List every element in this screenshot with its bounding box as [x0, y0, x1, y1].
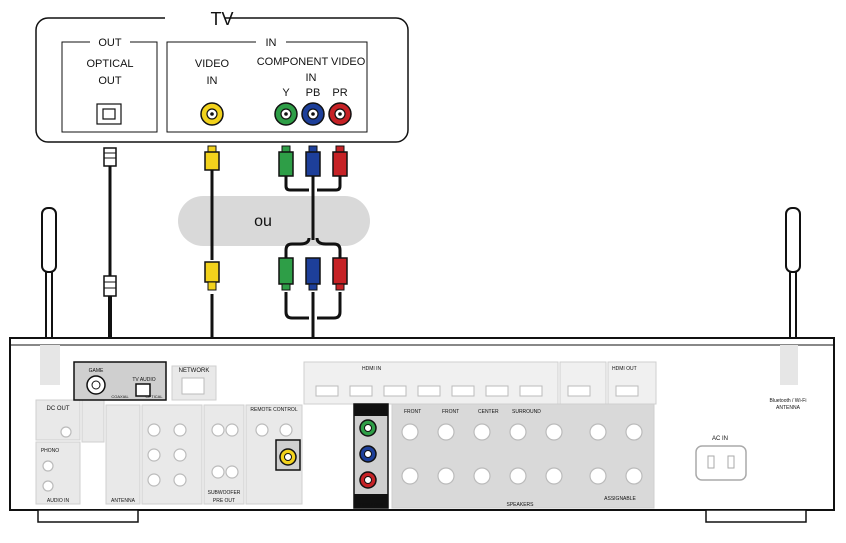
center-label: CENTER [478, 409, 499, 415]
audio-in-label: AUDIO IN [47, 498, 70, 504]
component-out-label-2: VIDEO OUT [359, 502, 384, 507]
antenna-right [785, 207, 801, 339]
audio-input-block: GAME TV AUDIO COAXIAL OPTICAL [73, 361, 167, 401]
tv-pb-jack[interactable] [301, 102, 325, 126]
component-cable-top [284, 175, 342, 258]
tv-in-group-label: IN [266, 37, 277, 49]
component-plugs-top [278, 145, 348, 177]
tv-optical-out-jack[interactable] [96, 103, 122, 125]
monitor-label: MONITOR [357, 409, 386, 415]
video-plug-top [204, 145, 220, 171]
subwoofer-label: SUBWOOFER [208, 490, 241, 496]
antenna-label: ANTENNA [111, 498, 136, 504]
component-video-out-block: MONITOR COMPONENT VIDEO OUT [353, 403, 389, 509]
optical-plug-top [103, 147, 117, 167]
dc-out-label: DC OUT [47, 406, 70, 412]
receiver-y-jack[interactable] [359, 419, 377, 437]
front-a-label: FRONT [404, 409, 421, 415]
or-label: ou [254, 213, 272, 230]
tv-unit: TV OUT OPTICAL OUT IN VIDEO IN COMPONENT… [35, 6, 409, 143]
receiver-pb-jack[interactable] [359, 445, 377, 463]
assignable-label: ASSIGNABLE [604, 496, 636, 502]
receiver-video-jack[interactable] [279, 448, 297, 466]
video-plug-bottom [204, 261, 220, 291]
faded-jacks-left [42, 423, 293, 492]
optical-plug-bottom [103, 275, 117, 297]
tv-pr-label: PR [332, 87, 347, 99]
hdmi-out-label: HDMI OUT [612, 366, 637, 372]
tv-optical-label: OPTICAL [86, 58, 133, 70]
speaker-terminals: FRONT FRONT CENTER SURROUND ASSIGNABLE S… [391, 403, 655, 509]
game-label: GAME [89, 368, 104, 374]
tv-component-label: COMPONENT VIDEO [257, 56, 366, 68]
component-plugs-bottom [278, 257, 348, 291]
network-port [181, 377, 205, 395]
tv-video-in-jack[interactable] [200, 102, 224, 126]
ac-in-socket [695, 445, 747, 481]
network-label: NETWORK [179, 368, 210, 374]
bt-label-2: ANTENNA [776, 405, 801, 411]
remote-label: REMOTE CONTROL [250, 407, 297, 413]
antenna-left [41, 207, 57, 339]
tv-y-label: Y [282, 87, 290, 99]
ac-in-label: AC IN [712, 436, 728, 442]
tv-video-in-label-2: IN [207, 75, 218, 87]
pre-out-label: PRE OUT [213, 498, 235, 504]
tv-pr-jack[interactable] [328, 102, 352, 126]
receiver-optical-label: OPTICAL [145, 394, 163, 399]
tv-pb-label: PB [306, 87, 321, 99]
phono-label: PHONO [41, 448, 59, 454]
ac-in: AC IN [695, 436, 747, 481]
receiver-foot-left [37, 509, 139, 523]
av-receiver: Bluetooth / Wi-Fi ANTENNA DC OUT PHONO A… [9, 337, 835, 523]
hdmi-area: HDMI IN HDMI OUT [303, 361, 657, 405]
receiver-video-in [275, 439, 301, 471]
tv-title: TV [210, 9, 233, 29]
tv-video-in-label: VIDEO [195, 58, 230, 70]
bt-label: Bluetooth / Wi-Fi [770, 398, 807, 404]
front-b-label: FRONT [442, 409, 459, 415]
tv-component-label-2: IN [306, 72, 317, 84]
tv-y-jack[interactable] [274, 102, 298, 126]
component-out-label: COMPONENT [356, 496, 386, 501]
coaxial-label: COAXIAL [111, 394, 129, 399]
tv-optical-label-2: OUT [98, 75, 122, 87]
coaxial-jack[interactable] [86, 375, 106, 395]
speakers-label: SPEAKERS [507, 502, 535, 508]
receiver-pr-jack[interactable] [359, 471, 377, 489]
or-indicator: ou [178, 196, 370, 246]
hdmi-label: HDMI IN [362, 366, 382, 372]
tv-out-group-label: OUT [98, 37, 122, 49]
surround-label: SURROUND [512, 409, 541, 415]
left-panel [35, 399, 303, 505]
tv-audio-label: TV AUDIO [132, 377, 155, 383]
receiver-optical-jack[interactable] [135, 383, 151, 397]
receiver-foot-right [705, 509, 807, 523]
